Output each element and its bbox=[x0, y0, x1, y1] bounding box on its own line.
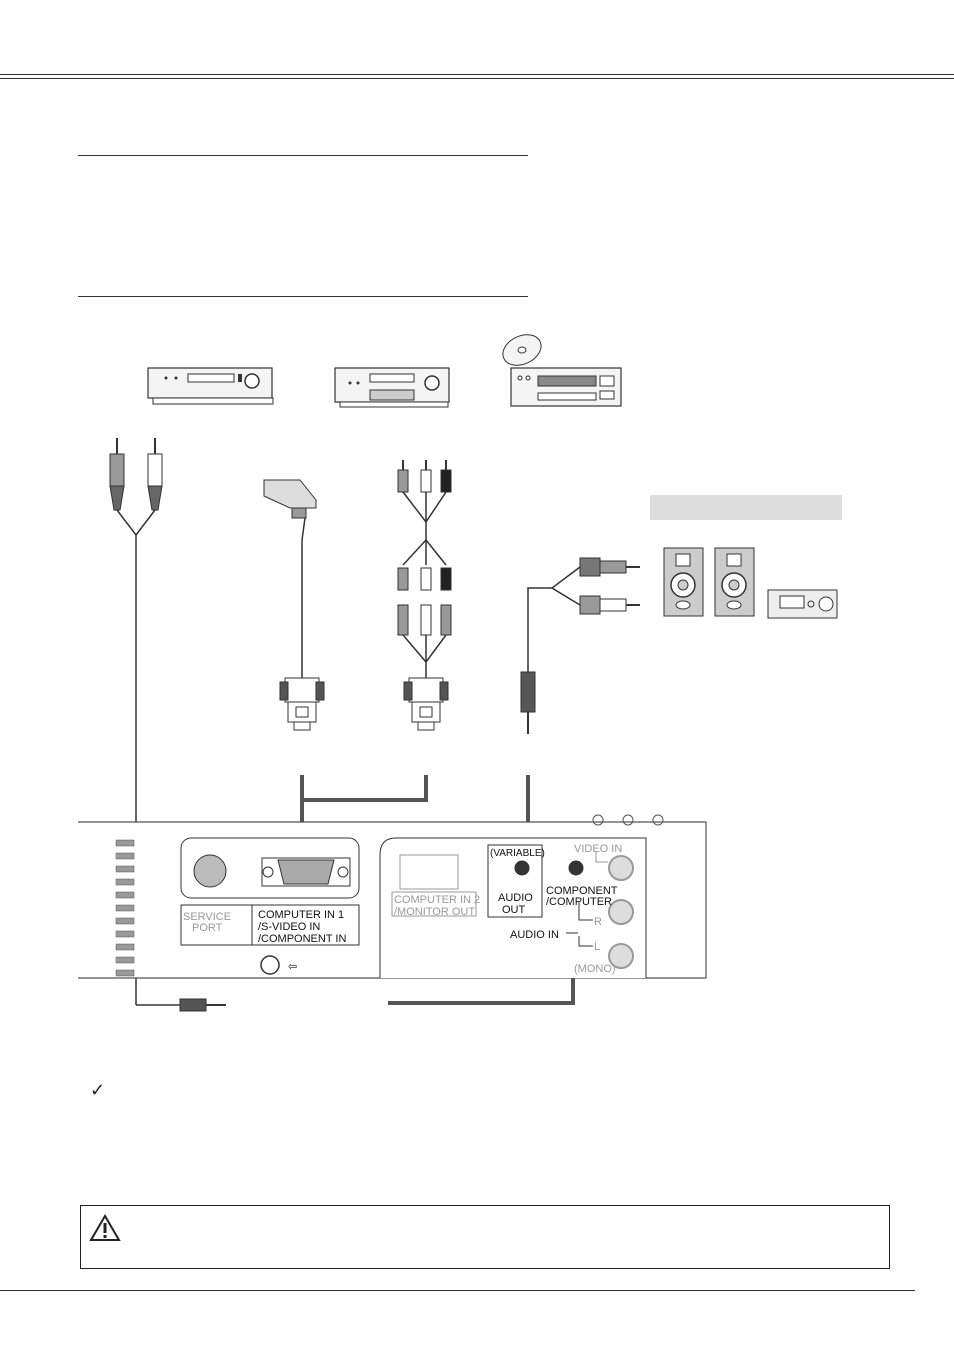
service-port-label-2: PORT bbox=[192, 922, 223, 934]
audio-equipment-label-bar bbox=[650, 495, 842, 520]
amplifier-icon bbox=[767, 589, 838, 619]
check-mark-icon: ✓ bbox=[90, 1080, 106, 1101]
cd-player-icon bbox=[502, 334, 622, 407]
audio-out-cable bbox=[520, 557, 640, 734]
computer-in-2-label: COMPUTER IN 2 bbox=[394, 894, 480, 906]
scart-deck-icon bbox=[334, 367, 450, 408]
computer-in-1-label: COMPUTER IN 1 bbox=[258, 909, 344, 921]
monitor-out-label: /MONITOR OUT bbox=[394, 906, 475, 918]
svg-text:⇦: ⇦ bbox=[288, 961, 297, 973]
component-computer-label-1: COMPONENT bbox=[546, 885, 618, 897]
audio-in-label: AUDIO IN bbox=[510, 929, 559, 941]
speaker-icon bbox=[663, 547, 704, 617]
audio-out-label-2: OUT bbox=[502, 904, 526, 916]
audio-out-label-1: AUDIO bbox=[498, 892, 533, 904]
l-label: L bbox=[594, 941, 600, 953]
vent-slots bbox=[115, 839, 135, 977]
header-rule-bottom bbox=[0, 78, 954, 79]
footer-rule bbox=[0, 1290, 915, 1291]
vcr-icon bbox=[147, 367, 274, 405]
s-video-in-label: /S-VIDEO IN bbox=[258, 921, 320, 933]
video-in-label: VIDEO IN bbox=[574, 843, 622, 855]
service-port-label-1: SERVICE bbox=[183, 911, 231, 923]
component-computer-label-2: /COMPUTER bbox=[546, 896, 612, 908]
r-label: R bbox=[594, 916, 602, 928]
section-rule-2 bbox=[78, 296, 528, 297]
mono-label: (MONO) bbox=[574, 963, 616, 975]
caution-box bbox=[80, 1205, 890, 1269]
variable-label: (VARIABLE) bbox=[490, 848, 545, 859]
component-cable bbox=[397, 460, 452, 731]
projector-rear-panel: ⇦ SERVICE COMPUTER IN 1 /S-VIDEO IN /COM… bbox=[78, 814, 707, 979]
scart-cable bbox=[263, 479, 325, 731]
section-rule-1 bbox=[78, 155, 528, 156]
speaker-icon bbox=[714, 547, 755, 617]
header-rule-top bbox=[0, 74, 954, 75]
component-in-label: /COMPONENT IN bbox=[258, 933, 346, 945]
warning-triangle-icon bbox=[89, 1214, 121, 1241]
